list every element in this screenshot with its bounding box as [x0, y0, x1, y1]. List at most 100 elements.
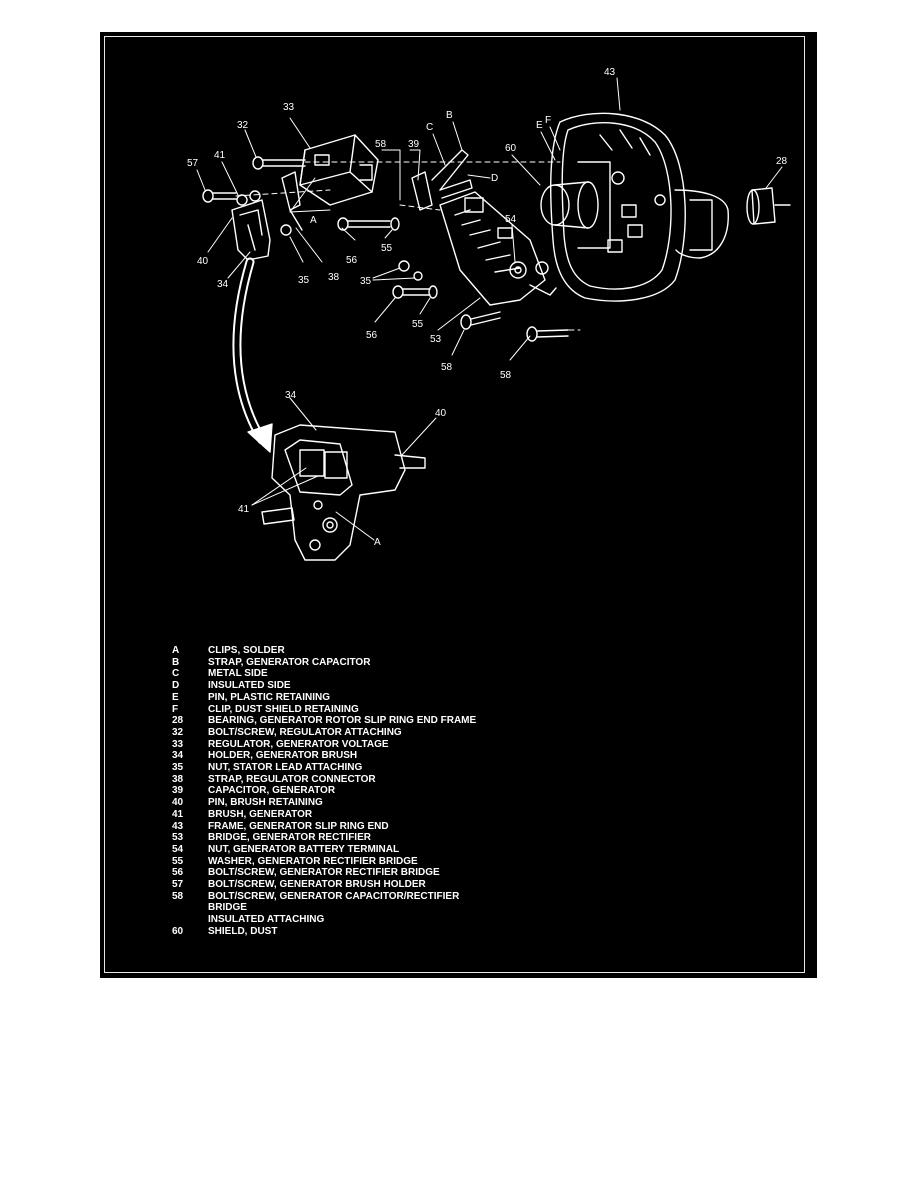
brush-holder-detail	[261, 424, 426, 561]
callout-60: 60	[505, 143, 517, 154]
callout-43: 43	[604, 67, 616, 78]
legend-text: HOLDER, GENERATOR BRUSH	[208, 750, 358, 762]
slip-ring-end-frame	[550, 112, 729, 302]
voltage-regulator	[299, 134, 379, 206]
callout-34-detail: 34	[285, 390, 297, 401]
panel-border	[104, 36, 805, 973]
legend-key	[172, 914, 208, 926]
legend-text: BOLT/SCREW, GENERATOR RECTIFIER BRIDGE	[208, 867, 440, 879]
legend-key: 28	[172, 715, 184, 727]
legend-text: BOLT/SCREW, GENERATOR BRUSH HOLDER	[208, 879, 426, 891]
legend-text: BRIDGE	[208, 902, 247, 914]
callout-35-left: 35	[298, 275, 310, 286]
callout-41-top: 41	[214, 150, 226, 161]
legend-row: 40 PIN, BRUSH RETAINING	[172, 797, 512, 809]
dust-shield	[540, 181, 599, 229]
legend-row: A CLIPS, SOLDER	[172, 645, 512, 657]
legend-key: 35	[172, 762, 184, 774]
legend-key: 39	[172, 785, 184, 797]
brush-holder-bolt	[202, 189, 237, 203]
callout-55-top: 55	[381, 243, 393, 254]
callout-56-top: 56	[346, 255, 358, 266]
legend-key: B	[172, 656, 180, 668]
callout-33: 33	[283, 102, 295, 113]
regulator-connector-strap	[280, 171, 303, 236]
callout-57: 57	[187, 158, 199, 169]
legend-key: 32	[172, 726, 184, 738]
callout-32: 32	[237, 120, 249, 131]
legend-text: BRIDGE, GENERATOR RECTIFIER	[208, 832, 371, 844]
legend-key: 34	[172, 750, 184, 762]
legend-text: METAL SIDE	[208, 668, 268, 680]
legend-text: BEARING, GENERATOR ROTOR SLIP RING END F…	[208, 715, 477, 727]
callout-40-top: 40	[197, 256, 209, 267]
legend-row: 60 SHIELD, DUST	[172, 926, 512, 938]
callout-C: C	[426, 122, 433, 133]
diagram-panel	[100, 32, 817, 978]
legend-text: PIN, BRUSH RETAINING	[208, 797, 323, 809]
rectifier-bridge	[439, 191, 557, 306]
legend-key	[172, 902, 208, 914]
legend-text: PIN, PLASTIC RETAINING	[208, 691, 331, 703]
legend-row: 35 NUT, STATOR LEAD ATTACHING	[172, 762, 512, 774]
callout-34-top: 34	[217, 279, 229, 290]
callout-38: 38	[328, 272, 340, 283]
legend-key: 41	[172, 808, 184, 820]
legend-key: A	[172, 645, 180, 656]
legend-key: E	[172, 691, 179, 703]
callout-A-top: A	[310, 215, 317, 226]
legend-row: 32 BOLT/SCREW, REGULATOR ATTACHING	[172, 727, 512, 739]
detail-arrow	[232, 257, 273, 453]
legend-key: C	[172, 668, 180, 680]
callout-35-right: 35	[360, 276, 372, 287]
legend-text: SHIELD, DUST	[208, 925, 278, 937]
capacitor	[411, 149, 473, 211]
legend-text: CAPACITOR, GENERATOR	[208, 785, 336, 797]
legend-key: 38	[172, 773, 184, 785]
bearing	[746, 187, 791, 225]
legend-row: 58 BOLT/SCREW, GENERATOR CAPACITOR/RECTIF…	[172, 891, 512, 903]
callout-D: D	[491, 173, 498, 184]
legend-row: 28 BEARING, GENERATOR ROTOR SLIP RING END…	[172, 715, 512, 727]
legend-text: NUT, GENERATOR BATTERY TERMINAL	[208, 843, 400, 855]
callout-56-bottom: 56	[366, 330, 378, 341]
rectifier-bolts	[337, 217, 569, 342]
legend-text: INSULATED ATTACHING	[208, 914, 325, 926]
legend-key: 60	[172, 925, 184, 937]
callout-B: B	[446, 110, 453, 121]
legend-key: 56	[172, 867, 184, 879]
callout-41-detail: 41	[238, 504, 250, 515]
alignment-lines	[235, 161, 581, 331]
legend-text: INSULATED SIDE	[208, 680, 291, 692]
legend-text: NUT, STATOR LEAD ATTACHING	[208, 762, 363, 774]
callout-28: 28	[776, 156, 788, 167]
legend-row: 53 BRIDGE, GENERATOR RECTIFIER	[172, 832, 512, 844]
legend-row: INSULATED ATTACHING	[172, 914, 512, 926]
legend-key: 53	[172, 832, 184, 844]
callout-58-middle: 58	[441, 362, 453, 373]
brush-holder	[231, 190, 271, 261]
callout-54: 54	[505, 214, 517, 225]
legend-text: CLIPS, SOLDER	[208, 645, 285, 656]
legend-row: BRIDGE	[172, 902, 512, 914]
regulator-bolt	[252, 156, 306, 170]
legend-key: 58	[172, 890, 184, 902]
legend-text: BOLT/SCREW, REGULATOR ATTACHING	[208, 726, 402, 738]
legend-key: 55	[172, 855, 184, 867]
callout-58-top: 58	[375, 139, 387, 150]
legend-key: 40	[172, 797, 184, 809]
legend-row: E PIN, PLASTIC RETAINING	[172, 692, 512, 704]
legend-key: 43	[172, 820, 184, 832]
legend-text: BOLT/SCREW, GENERATOR CAPACITOR/RECTIFIE…	[208, 890, 460, 902]
